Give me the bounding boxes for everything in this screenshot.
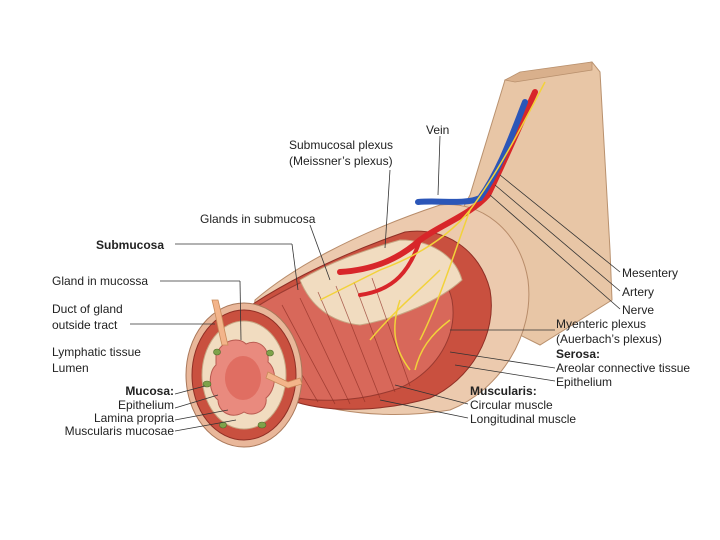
label-serosa: Serosa:: [556, 347, 600, 361]
label-muscularis-mucosae: Muscularis mucosae: [46, 424, 174, 438]
label-lumen: Lumen: [52, 361, 89, 375]
label-muscularis: Muscularis:: [470, 384, 537, 398]
label-myenteric-plexus-2: (Auerbach’s plexus): [556, 332, 662, 346]
label-mesentery: Mesentery: [622, 266, 678, 280]
label-epithelium-serosa: Epithelium: [556, 375, 612, 389]
label-myenteric-plexus-1: Myenteric plexus: [556, 317, 646, 331]
label-epithelium-mucosa: Epithelium: [50, 398, 174, 412]
label-submucosal-plexus-1: Submucosal plexus: [289, 138, 393, 152]
label-gland-in-mucosa: Gland in mucossa: [52, 274, 148, 288]
label-longitudinal-muscle: Longitudinal muscle: [470, 412, 576, 426]
label-lymphatic-tissue: Lymphatic tissue: [52, 345, 141, 359]
label-duct-of-gland-2: outside tract: [52, 318, 117, 332]
label-glands-in-submucosa: Glands in submucosa: [200, 212, 315, 226]
label-submucosa: Submucosa: [96, 238, 164, 252]
label-lamina-propria: Lamina propria: [50, 411, 174, 425]
label-nerve: Nerve: [622, 303, 654, 317]
label-artery: Artery: [622, 285, 654, 299]
lumen-area: [225, 356, 261, 400]
label-circular-muscle: Circular muscle: [470, 398, 553, 412]
label-mucosa: Mucosa:: [50, 384, 174, 398]
label-submucosal-plexus-2: (Meissner’s plexus): [289, 154, 393, 168]
label-vein: Vein: [426, 123, 449, 137]
label-areolar-connective-tissue: Areolar connective tissue: [556, 361, 690, 375]
label-duct-of-gland-1: Duct of gland: [52, 302, 123, 316]
